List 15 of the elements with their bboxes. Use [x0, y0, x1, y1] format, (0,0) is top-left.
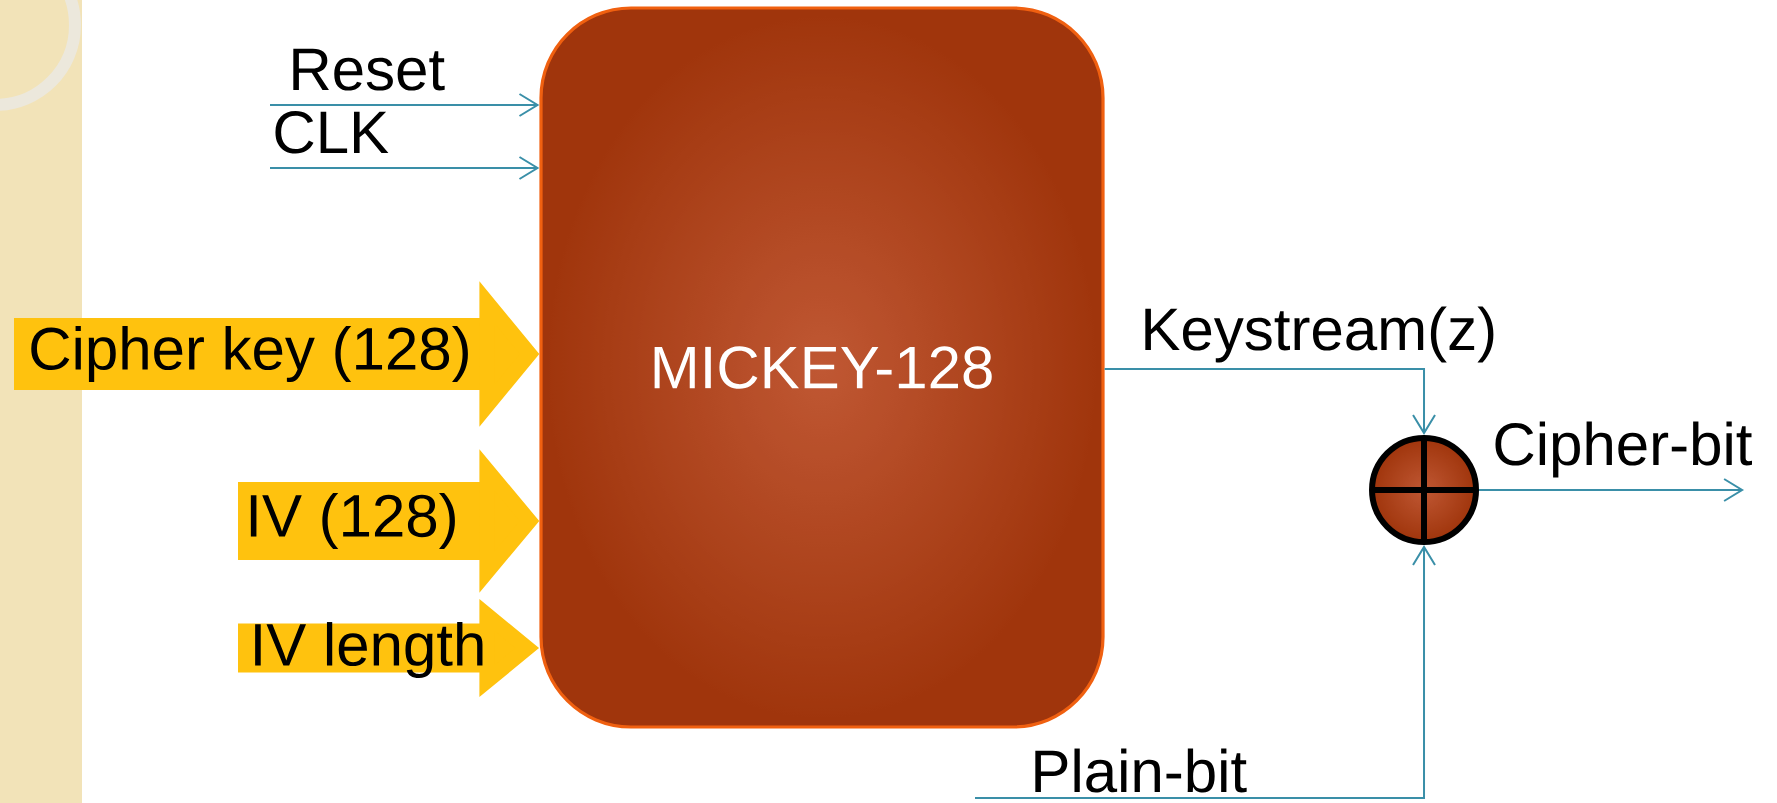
arrow	[1478, 478, 1744, 502]
edge-label: Cipher key (128)	[31, 326, 468, 382]
edge-label: Cipher-bit	[1495, 421, 1752, 478]
edge-label: IV (128)	[250, 493, 455, 549]
block-box: MICKEY-128	[539, 6, 1105, 729]
arrow	[269, 156, 540, 180]
arrow	[1103, 368, 1436, 435]
edge-label: Keystream(z)	[1145, 306, 1494, 363]
edge-label: CLK	[275, 111, 389, 154]
arrow	[974, 545, 1436, 799]
edge-label: Reset	[293, 48, 445, 91]
edge-label: Plain-bit	[1035, 748, 1247, 793]
arrow	[269, 93, 540, 117]
edge-label: IV length	[255, 622, 483, 678]
xor-symbol	[1369, 435, 1479, 545]
